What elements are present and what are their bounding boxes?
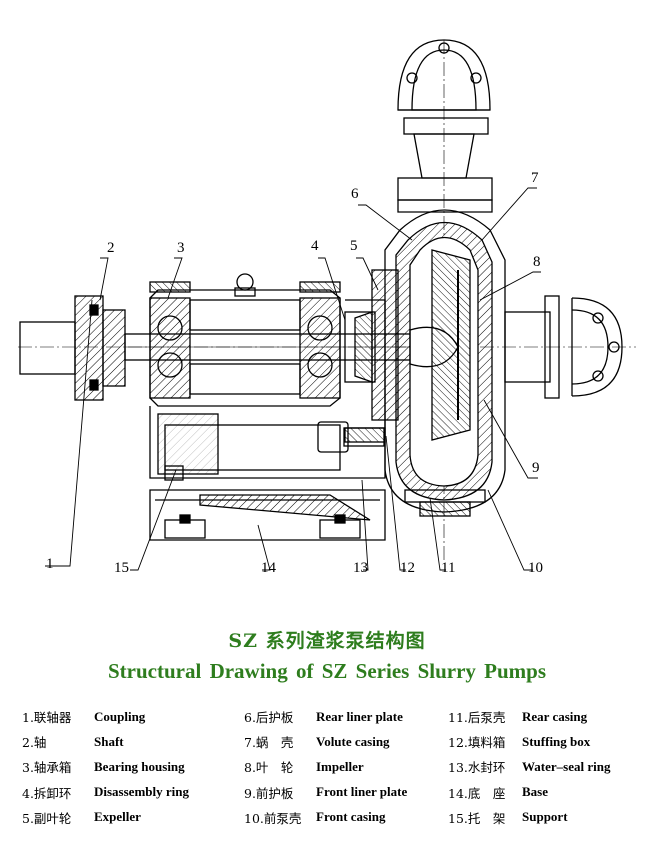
title-english: Structural Drawing of SZ Series Slurry P… [108, 659, 546, 683]
legend-en: Volute casing [316, 733, 390, 749]
legend-zh: 8.叶 轮 [244, 760, 294, 776]
legend-zh: 5.副叶轮 [22, 810, 72, 826]
legend-item: 15.托 架 Support [448, 805, 610, 830]
legend-zh: 4.拆卸环 [22, 785, 72, 801]
legend-item: 4.拆卸环 Disassembly ring [22, 780, 189, 805]
callout-9: 9 [532, 460, 540, 476]
legend-en: Front casing [316, 809, 386, 825]
legend-en: Coupling [94, 708, 146, 724]
callout-11: 11 [441, 560, 456, 576]
legend-en: Disassembly ring [94, 784, 189, 800]
callout-14: 14 [261, 560, 276, 576]
callout-15: 15 [114, 560, 129, 576]
legend-en: Water–seal ring [522, 758, 611, 774]
callout-2: 2 [107, 240, 115, 256]
callout-1: 1 [46, 556, 54, 572]
legend-en: Front liner plate [316, 784, 408, 800]
legend-item: 5.副叶轮 Expeller [22, 805, 189, 830]
callout-12: 12 [400, 560, 415, 576]
legend-en: Rear casing [522, 708, 588, 724]
legend-zh: 6.后护板 [244, 710, 294, 726]
discharge-flange [397, 39, 491, 179]
legend-item: 6.后护板 Rear liner plate [244, 704, 407, 729]
base [149, 489, 386, 541]
legend-item: 1.联轴器 Coupling [22, 704, 189, 729]
pump-cross-section-drawing [18, 39, 636, 571]
stuffing-box [343, 427, 486, 517]
legend-en: Expeller [94, 809, 141, 825]
callout-6: 6 [351, 186, 359, 202]
legend-zh: 3.轴承箱 [22, 760, 72, 776]
legend-zh: 11.后泵壳 [448, 710, 506, 726]
legend-item: 13.水封环 Water–seal ring [448, 754, 610, 779]
legend-zh: 10.前泵壳 [244, 810, 302, 826]
legend-zh: 1.联轴器 [22, 710, 72, 726]
legend-zh: 15.托 架 [448, 810, 506, 826]
legend-en: Stuffing box [522, 733, 591, 749]
legend-column-2: 6.后护板 Rear liner plate 7.蜗 壳 Volute casing… [244, 704, 407, 830]
legend-column-3: 11.后泵壳 Rear casing 12.填料箱 Stuffing box 13.… [448, 704, 610, 830]
legend-en: Shaft [94, 733, 124, 749]
bearing-housing [149, 273, 341, 407]
legend-en: Base [522, 784, 548, 800]
legend-en: Support [522, 809, 568, 825]
suction-flange [504, 295, 623, 399]
legend-item: 14.底 座 Base [448, 780, 610, 805]
legend-en: Rear liner plate [316, 708, 403, 724]
legend-item: 2.轴 Shaft [22, 729, 189, 754]
legend-column-1: 1.联轴器 Coupling 2.轴 Shaft 3.轴承箱 Bearing hous… [22, 704, 189, 830]
legend-zh: 13.水封环 [448, 760, 506, 776]
legend-en: Impeller [316, 758, 364, 774]
legend-zh: 2.轴 [22, 735, 47, 751]
support-frame [149, 299, 386, 481]
title-chinese: SZ 系列渣浆泵结构图 [228, 630, 426, 652]
impeller [409, 249, 471, 441]
legend-item: 9.前护板 Front liner plate [244, 780, 407, 805]
callout-5: 5 [350, 238, 358, 254]
callout-7: 7 [531, 170, 539, 186]
callout-3: 3 [177, 240, 185, 256]
leader-lines [45, 187, 541, 571]
legend-item: 10.前泵壳 Front casing [244, 805, 407, 830]
callout-4: 4 [311, 238, 319, 254]
callout-8: 8 [533, 254, 541, 270]
legend-item: 7.蜗 壳 Volute casing [244, 729, 407, 754]
coupling [19, 295, 126, 401]
legend-zh: 14.底 座 [448, 785, 506, 801]
legend-item: 12.填料箱 Stuffing box [448, 729, 610, 754]
legend-zh: 9.前护板 [244, 785, 294, 801]
legend-item: 8.叶 轮 Impeller [244, 754, 407, 779]
legend-item: 3.轴承箱 Bearing housing [22, 754, 189, 779]
legend-zh: 12.填料箱 [448, 735, 506, 751]
legend-item: 11.后泵壳 Rear casing [448, 704, 610, 729]
legend-en: Bearing housing [94, 758, 185, 774]
legend-zh: 7.蜗 壳 [244, 735, 294, 751]
expeller [344, 269, 399, 421]
callout-10: 10 [528, 560, 543, 576]
callout-13: 13 [353, 560, 368, 576]
